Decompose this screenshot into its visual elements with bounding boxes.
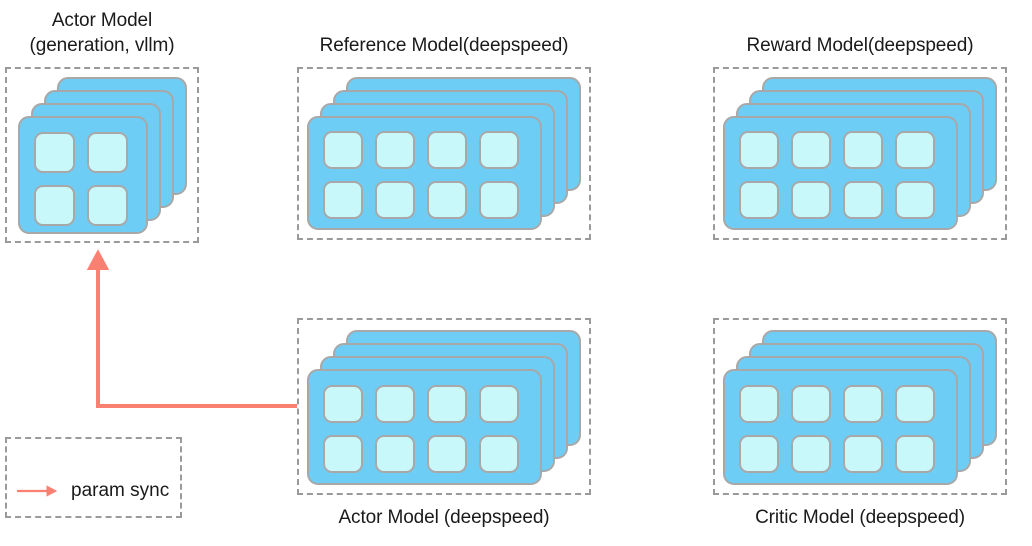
tile <box>895 385 935 423</box>
tile <box>791 385 831 423</box>
card-layer-1 <box>307 116 542 230</box>
tile-grid <box>34 132 128 226</box>
card-stack-actor-deepspeed <box>307 330 581 485</box>
group-critic-model <box>713 318 1007 495</box>
card-stack-reference-model <box>307 77 581 230</box>
caption-actor-deepspeed: Actor Model (deepspeed) <box>338 507 550 528</box>
tile <box>375 435 415 473</box>
tile-grid <box>739 385 935 473</box>
tile-grid <box>739 131 935 219</box>
caption-actor-generation: Actor Model (generation, vllm) <box>29 10 175 56</box>
card-layer-1 <box>307 369 542 485</box>
caption-critic-model: Critic Model (deepspeed) <box>755 507 965 528</box>
tile <box>375 131 415 169</box>
tile <box>87 132 128 173</box>
legend-label-param-sync: param sync <box>71 480 170 501</box>
tile <box>34 132 75 173</box>
group-reward-model <box>713 67 1007 240</box>
caption-reference-model: Reference Model(deepspeed) <box>319 35 569 56</box>
tile <box>895 181 935 219</box>
tile <box>479 131 519 169</box>
tile <box>843 385 883 423</box>
tile-grid <box>323 131 519 219</box>
group-actor-generation <box>5 67 199 243</box>
tile <box>739 131 779 169</box>
caption-reward-model: Reward Model(deepspeed) <box>746 35 974 56</box>
tile <box>34 185 75 226</box>
param-sync-arrow-path <box>86 249 297 408</box>
tile <box>843 131 883 169</box>
tile <box>427 385 467 423</box>
tile <box>843 435 883 473</box>
tile <box>427 435 467 473</box>
tile <box>323 181 363 219</box>
card-stack-critic-model <box>723 330 997 485</box>
card-stack-actor-generation <box>18 77 188 235</box>
tile <box>427 181 467 219</box>
legend-row-param-sync: param sync <box>16 480 169 502</box>
tile <box>427 131 467 169</box>
tile <box>375 181 415 219</box>
legend-box <box>5 437 182 518</box>
tile <box>791 435 831 473</box>
tile <box>739 435 779 473</box>
tile <box>479 435 519 473</box>
tile <box>791 131 831 169</box>
tile <box>895 131 935 169</box>
tile <box>323 385 363 423</box>
card-layer-1 <box>723 369 958 485</box>
card-stack-reward-model <box>723 77 997 230</box>
tile-grid <box>323 385 519 473</box>
tile <box>323 435 363 473</box>
card-layer-1 <box>18 116 148 234</box>
tile <box>739 181 779 219</box>
legend-arrow-icon <box>17 485 58 497</box>
tile <box>895 435 935 473</box>
tile <box>479 385 519 423</box>
tile <box>843 181 883 219</box>
tile <box>375 385 415 423</box>
tile <box>791 181 831 219</box>
tile <box>87 185 128 226</box>
group-reference-model <box>297 67 591 240</box>
tile <box>479 181 519 219</box>
tile <box>739 385 779 423</box>
tile <box>323 131 363 169</box>
group-actor-deepspeed <box>297 318 591 495</box>
card-layer-1 <box>723 116 958 230</box>
